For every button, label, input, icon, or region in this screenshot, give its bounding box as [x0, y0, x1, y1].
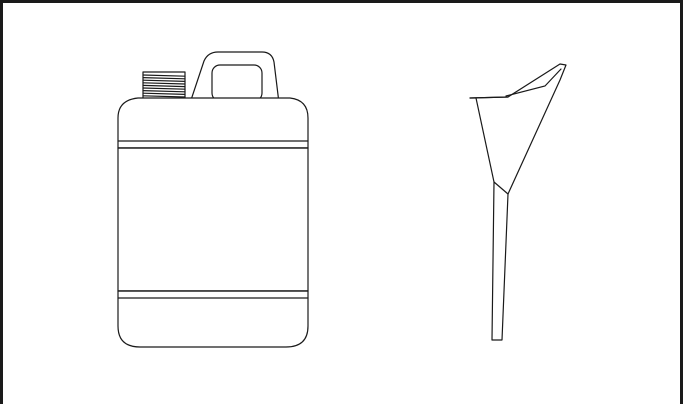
jerrycan-cap-thread [142, 92, 186, 96]
jerrycan-cap-thread [142, 76, 186, 80]
jerrycan-cap-thread [142, 95, 186, 98]
funnel-inner-lip [505, 68, 562, 97]
funnel-outline [469, 63, 567, 341]
jerrycan-handle-opening [211, 64, 263, 102]
jerrycan-cap-thread [142, 89, 186, 93]
jerrycan-upper-section [117, 97, 309, 149]
jerrycan-body [117, 147, 309, 292]
jerrycan-icon [117, 51, 309, 348]
jerrycan-base [117, 290, 309, 348]
funnel-rim-edge [469, 96, 509, 99]
funnel-icon [469, 63, 567, 341]
jerrycan-cap-thread [142, 87, 186, 90]
jerrycan-cap-thread [142, 74, 186, 77]
jerrycan-cap-thread [142, 82, 186, 85]
jerrycan-cap-thread [142, 79, 186, 83]
jerrycan-cap-thread [142, 84, 186, 88]
funnel-spout-seam [493, 181, 509, 195]
